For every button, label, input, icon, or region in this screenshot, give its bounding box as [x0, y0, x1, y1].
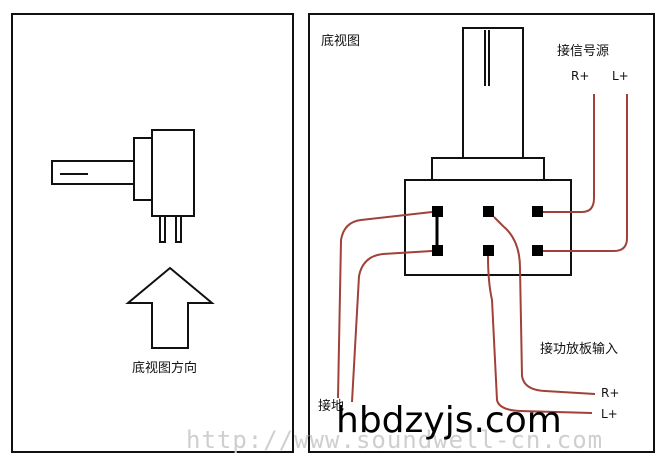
wire-amp-l: [487, 255, 593, 414]
wire-amp-r: [493, 216, 596, 395]
pot-shaft-top: [462, 27, 524, 159]
left-panel-frame: [11, 13, 294, 453]
pin-top-right: [532, 206, 543, 217]
wires: [337, 94, 628, 414]
pin-top-left: [432, 206, 443, 217]
pin-top-middle: [483, 206, 494, 217]
signal-source-l-label: L+: [612, 69, 629, 83]
pin-grid: [432, 206, 543, 256]
pin-bottom-right: [532, 245, 543, 256]
wire-ground-1: [337, 211, 433, 399]
pot-bushing-side: [133, 137, 153, 201]
bottom-view-title: 底视图: [321, 33, 360, 49]
pin-bottom-middle: [483, 245, 494, 256]
view-direction-arrow-icon: [125, 266, 215, 349]
wire-signal-l: [543, 94, 628, 252]
amp-input-r-label: R+: [601, 386, 619, 400]
signal-source-label: 接信号源: [557, 43, 609, 59]
url-watermark: http://www.soundwell-cn.com: [186, 426, 603, 454]
site-watermark: hbdzyjs.com: [336, 400, 562, 441]
signal-source-r-label: R+: [571, 69, 589, 83]
potentiometer-side-view: [51, 129, 195, 243]
potentiometer-bottom-view: [404, 27, 572, 276]
ground-label: 接地: [318, 398, 344, 414]
view-direction-caption: 底视图方向: [132, 360, 197, 376]
pin-bottom-left: [432, 245, 443, 256]
pot-shaft-side: [51, 160, 135, 185]
amp-input-label: 接功放板输入: [540, 341, 618, 357]
pot-body-side: [151, 129, 195, 217]
wire-ground-2: [351, 250, 433, 403]
pot-pin-2: [175, 215, 182, 243]
pot-pin-1: [159, 215, 166, 243]
pot-bushing-top: [431, 157, 545, 181]
wire-signal-r: [543, 94, 595, 213]
right-panel-frame: [308, 13, 655, 453]
amp-input-l-label: L+: [601, 407, 618, 421]
